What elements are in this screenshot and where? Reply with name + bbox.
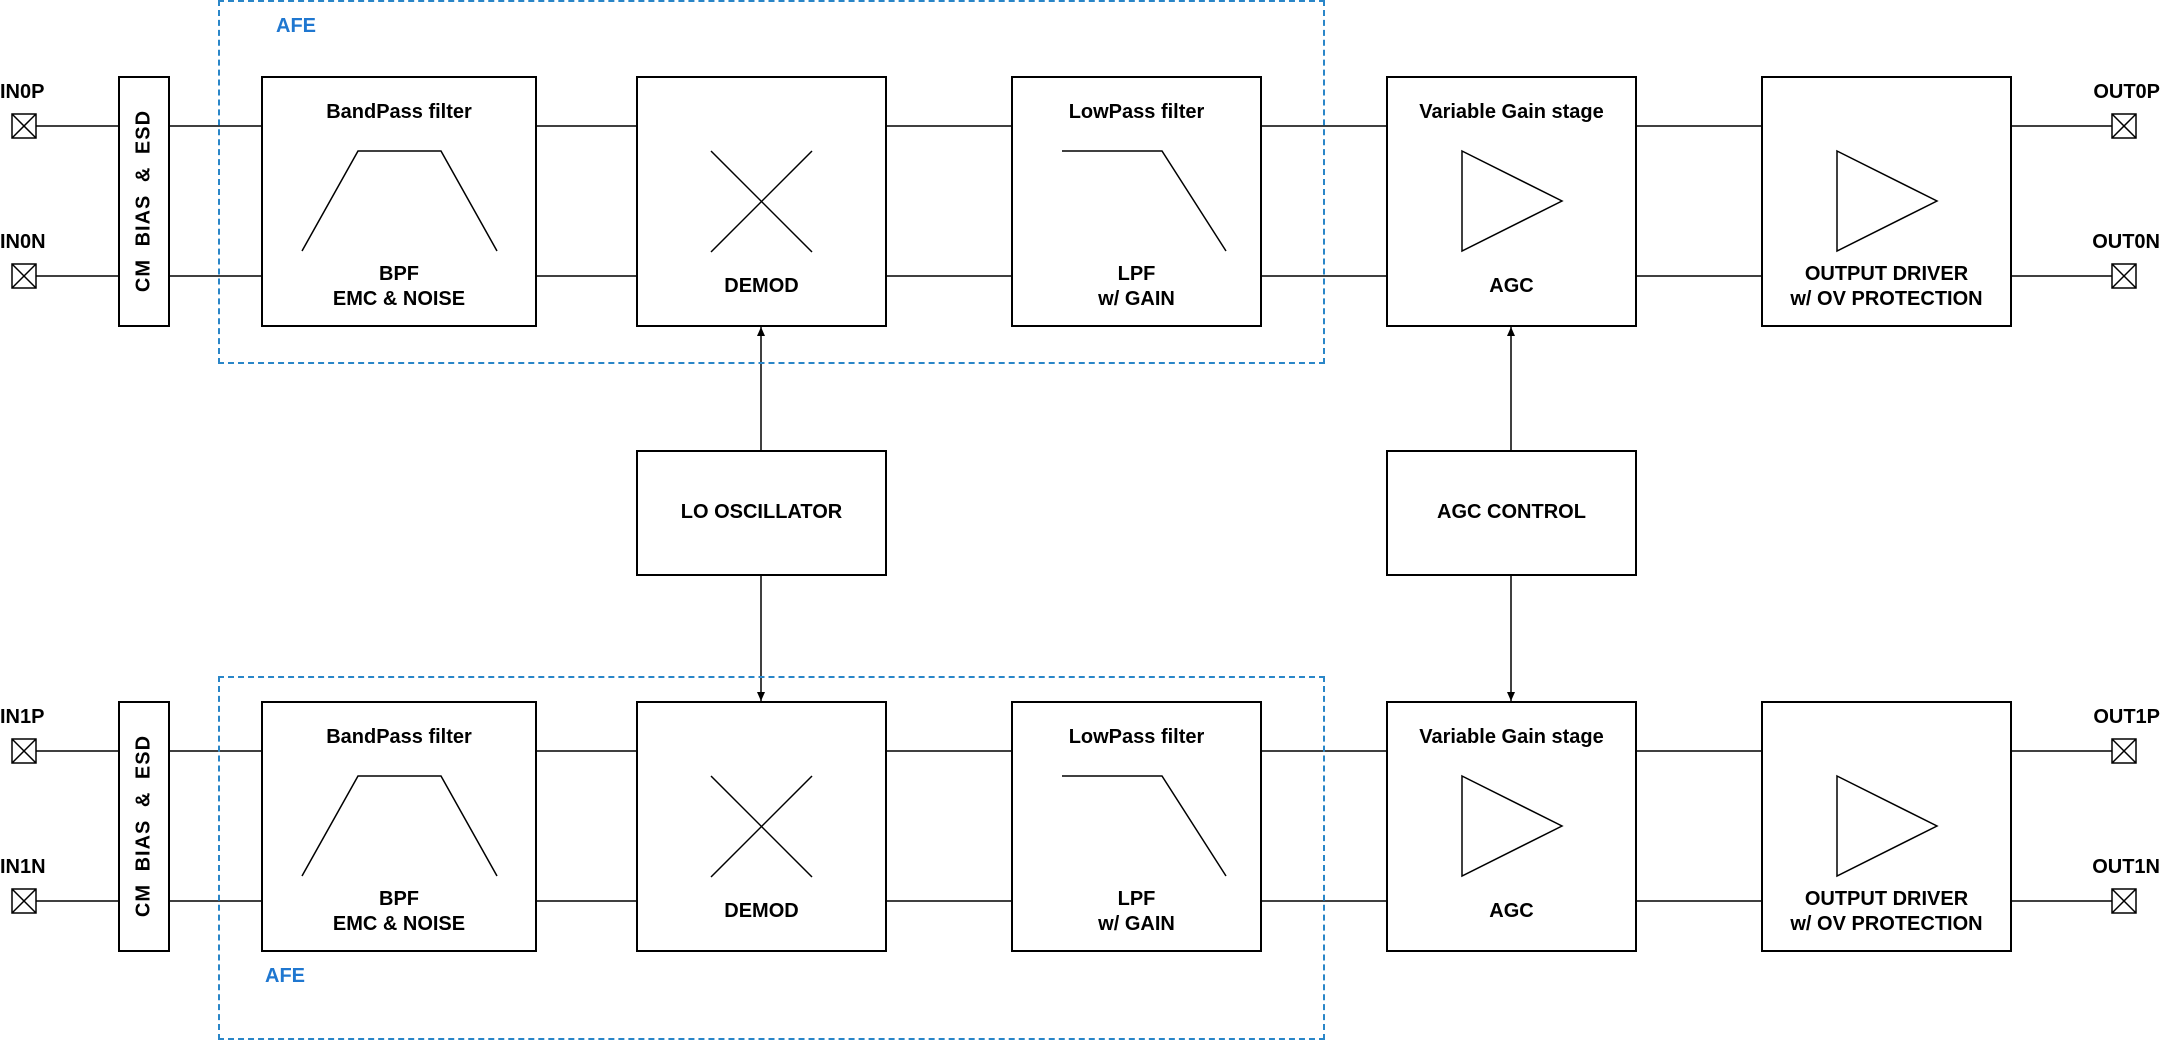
pad-cross-b-in-n-ch1 (11, 888, 37, 914)
lpf-title-ch1: LowPass filter (1068, 726, 1205, 748)
pin-label-out0n: OUT0N (2092, 231, 2160, 253)
lo-oscillator-label: LO OSCILLATOR (680, 501, 843, 523)
pad-in-p-ch1 (11, 738, 37, 764)
lpf-sublabel-ch1: w/ GAIN (1098, 913, 1175, 935)
pad-cross-b-out-p-ch1 (2111, 738, 2137, 764)
driver-block-ch0 (1761, 76, 2012, 327)
pad-in-n-ch1 (11, 888, 37, 914)
vga-title-ch0: Variable Gain stage (1419, 101, 1604, 123)
lpf-sublabel-ch0: w/ GAIN (1098, 288, 1175, 310)
vga-label-ch0: AGC (1489, 275, 1534, 297)
bandpass-curve-ch0 (301, 150, 498, 252)
pin-label-out1n: OUT1N (2092, 856, 2160, 878)
vga-block-ch0 (1386, 76, 1637, 327)
pin-label-out0p: OUT0P (2093, 81, 2160, 103)
agc-control-block (1386, 450, 1637, 576)
esd-block-ch0 (118, 76, 170, 327)
bpf-block-ch1 (261, 701, 537, 952)
bpf-label-ch0: BPF (379, 263, 419, 285)
bpf-label-ch1: BPF (379, 888, 419, 910)
pad-out-n-ch1 (2111, 888, 2137, 914)
lpf-block-ch1 (1011, 701, 1262, 952)
driver-label-ch1: OUTPUT DRIVER (1804, 888, 1969, 910)
pad-cross-b-in-p-ch0 (11, 113, 37, 139)
driver-amplifier-triangle-ch0 (1836, 149, 1939, 253)
afe-region-ch1 (218, 676, 1325, 1040)
bpf-title-ch1: BandPass filter (326, 726, 472, 748)
pin-label-in1p: IN1P (0, 706, 45, 728)
bpf-block-ch0 (261, 76, 537, 327)
bandpass-curve-ch1 (301, 775, 498, 877)
lo-oscillator-block (636, 450, 887, 576)
esd-label-ch1: CM BIAS & ESD (132, 734, 155, 918)
pad-cross-b-out-p-ch0 (2111, 113, 2137, 139)
demod-block-ch0 (636, 76, 887, 327)
vga-block-ch1 (1386, 701, 1637, 952)
vga-label-ch1: AGC (1489, 900, 1534, 922)
afe-label-ch1: AFE (265, 965, 305, 987)
pin-label-in0p: IN0P (0, 81, 45, 103)
demod-cross-b-ch1 (710, 775, 813, 878)
afe-label-ch0: AFE (276, 15, 316, 37)
agc-control-label: AGC CONTROL (1437, 501, 1586, 523)
pad-cross-b-in-p-ch1 (11, 738, 37, 764)
driver-sublabel-ch1: w/ OV PROTECTION (1790, 913, 1983, 935)
vga-amplifier-triangle-ch0 (1461, 149, 1564, 253)
pin-label-in1n: IN1N (0, 856, 46, 878)
pad-cross-b-out-n-ch0 (2111, 263, 2137, 289)
pin-label-out1p: OUT1P (2093, 706, 2160, 728)
pad-out-p-ch1 (2111, 738, 2137, 764)
lpf-block-ch0 (1011, 76, 1262, 327)
demod-label-ch0: DEMOD (724, 275, 799, 297)
afe-region-ch0 (218, 0, 1325, 364)
driver-block-ch1 (1761, 701, 2012, 952)
pad-cross-b-out-n-ch1 (2111, 888, 2137, 914)
demod-cross-b-ch0 (710, 150, 813, 253)
pin-label-in0n: IN0N (0, 231, 46, 253)
driver-amplifier-triangle-ch1 (1836, 774, 1939, 878)
esd-block-ch1 (118, 701, 170, 952)
driver-label-ch0: OUTPUT DRIVER (1804, 263, 1969, 285)
bpf-sublabel-ch0: EMC & NOISE (332, 288, 466, 310)
bpf-sublabel-ch1: EMC & NOISE (332, 913, 466, 935)
lpf-label-ch0: LPF (1117, 263, 1156, 285)
lpf-title-ch0: LowPass filter (1068, 101, 1205, 123)
pad-out-n-ch0 (2111, 263, 2137, 289)
lowpass-curve-ch0 (1062, 150, 1227, 252)
vga-title-ch1: Variable Gain stage (1419, 726, 1604, 748)
pad-out-p-ch0 (2111, 113, 2137, 139)
bpf-title-ch0: BandPass filter (326, 101, 472, 123)
demod-label-ch1: DEMOD (724, 900, 799, 922)
esd-label-ch0: CM BIAS & ESD (132, 109, 155, 293)
lpf-label-ch1: LPF (1117, 888, 1156, 910)
pad-in-p-ch0 (11, 113, 37, 139)
demod-block-ch1 (636, 701, 887, 952)
driver-sublabel-ch0: w/ OV PROTECTION (1790, 288, 1983, 310)
pad-cross-b-in-n-ch0 (11, 263, 37, 289)
pad-in-n-ch0 (11, 263, 37, 289)
vga-amplifier-triangle-ch1 (1461, 774, 1564, 878)
lowpass-curve-ch1 (1062, 775, 1227, 877)
